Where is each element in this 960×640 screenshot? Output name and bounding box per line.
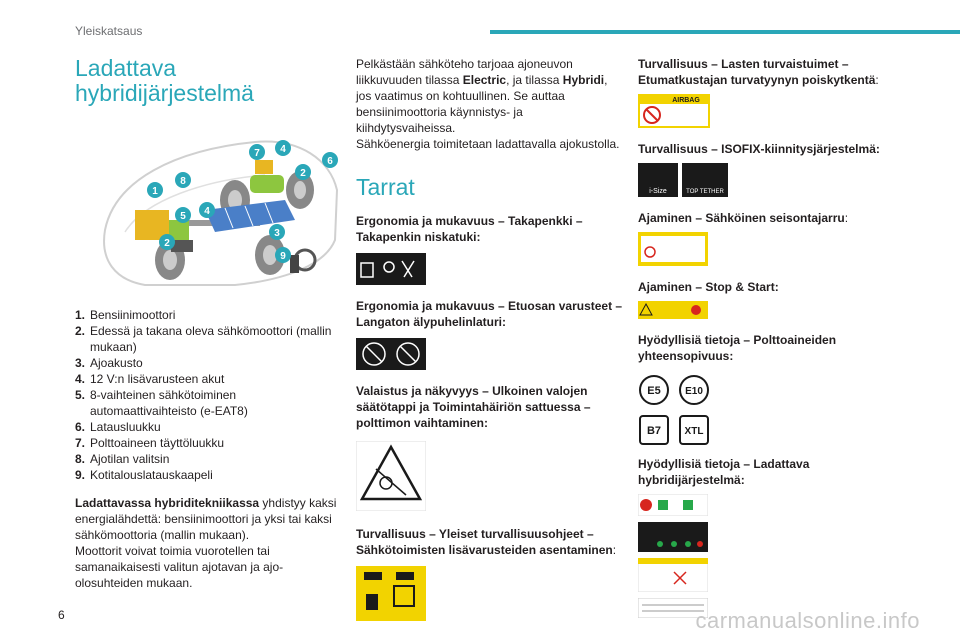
electrical-accessory-label-icon <box>356 566 426 621</box>
list-item: 9.Kotitalouslatauskaapeli <box>75 468 213 482</box>
fuel-b7-badge: B7 <box>639 415 669 445</box>
header-bar <box>490 30 960 34</box>
fig-marker-5: 5 <box>180 211 186 222</box>
fig-marker-8: 8 <box>180 176 186 187</box>
isofix-label-icon: i-Size TOP TETHER <box>638 163 728 197</box>
lamp-warning-label-icon <box>355 440 427 512</box>
headrest-label-icon <box>356 253 426 285</box>
label-heading-lighting: Valaistus ja näkyvyys – Ulkoinen valojen… <box>356 384 591 430</box>
stop-start-label-icon <box>638 301 708 319</box>
page-title: Ladattava hybridijärjestelmä <box>75 55 254 106</box>
label-heading-fuels: Hyödyllisiä tietoja – Polttoaineiden yht… <box>638 333 837 363</box>
fig-marker-6: 6 <box>327 156 333 167</box>
fig-marker-4: 4 <box>204 206 210 217</box>
fig-marker-1: 1 <box>152 186 158 197</box>
svg-text:XTL: XTL <box>685 426 704 437</box>
isize-text: i-Size <box>649 188 667 195</box>
fig-marker-7: 7 <box>254 148 260 159</box>
intro-paragraph: Ladattavassa hybriditekniikassa yhdistyy… <box>75 496 337 542</box>
hybrid-system-illustration: 1 8 5 4 2 7 4 2 6 3 9 <box>103 140 339 286</box>
label-heading-electrical: Turvallisuus – Yleiset turvallisuusohjee… <box>356 527 617 557</box>
svg-text:E5: E5 <box>647 385 660 397</box>
svg-text:E10: E10 <box>685 386 703 397</box>
label-heading-isofix: Turvallisuus – ISOFIX-kiinnitysjärjestel… <box>638 142 880 156</box>
fuel-e10-badge: E10 <box>679 375 709 405</box>
fig-marker-4b: 4 <box>280 144 286 155</box>
svg-text:B7: B7 <box>647 425 661 437</box>
label-heading-rear-seat: Ergonomia ja mukavuus – Takapenkki – Tak… <box>356 214 583 244</box>
fig-marker-3: 3 <box>274 228 280 239</box>
fig-marker-9: 9 <box>280 251 286 262</box>
fuel-compat-row-1: E5 E10 <box>638 374 906 406</box>
airbag-text: AIRBAG <box>672 97 700 104</box>
tether-text: TOP TETHER <box>686 189 724 195</box>
list-item: 3.Ajoakusto <box>75 356 143 370</box>
energy-paragraph: Sähköenergia toimitetaan ladattavalla aj… <box>356 137 620 151</box>
hybrid-status-label-icon <box>638 522 708 552</box>
electric-paragraph: Pelkästään sähköteho tarjoaa ajoneuvon l… <box>356 57 608 135</box>
fuel-compat-row-2: B7 XTL <box>638 414 906 446</box>
label-heading-stop-start: Ajaminen – Stop & Start: <box>638 280 779 294</box>
column-1: Ladattava hybridijärjestelmä 1 8 5 <box>75 56 343 591</box>
list-item: 2.Edessä ja takana oleva sähkömoottori (… <box>75 324 332 354</box>
hybrid-warning-label-icon <box>638 558 708 592</box>
wireless-charger-label-icon <box>356 338 426 370</box>
label-heading-parking-brake: Ajaminen – Sähköinen seisontajarru: <box>638 211 849 225</box>
list-item: 1.Bensiinimoottori <box>75 308 176 322</box>
page-number: 6 <box>58 608 65 622</box>
parking-brake-label-icon <box>638 232 708 266</box>
label-heading-hybrid: Hyödyllisiä tietoja – Ladattava hybridij… <box>638 457 810 487</box>
label-heading-airbag: Turvallisuus – Lasten turvaistuimet – Et… <box>638 57 879 87</box>
watermark: carmanualsonline.info <box>695 608 920 633</box>
list-item: 4.12 V:n lisävarusteen akut <box>75 372 225 386</box>
fuel-e5-badge: E5 <box>639 375 669 405</box>
section-heading: Tarrat <box>356 174 415 200</box>
column-3: Turvallisuus – Lasten turvaistuimet – Et… <box>638 56 906 618</box>
fuel-xtl-badge: XTL <box>679 415 709 445</box>
fig-marker-2a: 2 <box>164 238 170 249</box>
hybrid-charge-label-icon <box>638 494 708 516</box>
section-label: Yleiskatsaus <box>75 24 143 38</box>
fig-marker-2b: 2 <box>300 168 306 179</box>
airbag-warning-label-icon: AIRBAG <box>638 94 710 128</box>
component-list: 1.Bensiinimoottori 2.Edessä ja takana ol… <box>75 307 343 483</box>
list-item: 5.8-vaihteinen sähkötoiminen automaattiv… <box>75 388 248 418</box>
list-item: 6.Latausluukku <box>75 420 161 434</box>
column-2: Pelkästään sähköteho tarjoaa ajoneuvon l… <box>355 56 624 626</box>
hybrid-instructions-label-icon <box>638 598 708 618</box>
list-item: 7.Polttoaineen täyttöluukku <box>75 436 225 450</box>
list-item: 8.Ajotilan valitsin <box>75 452 170 466</box>
label-heading-charger: Ergonomia ja mukavuus – Etuosan varustee… <box>356 299 623 329</box>
modes-paragraph: Moottorit voivat toimia vuorotellen tai … <box>75 544 284 590</box>
